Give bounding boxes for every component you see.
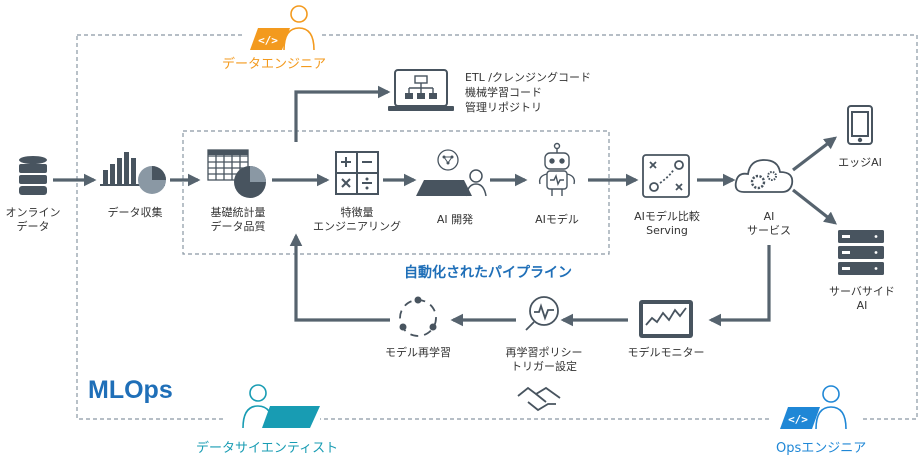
calculator-icon — [335, 151, 379, 195]
basic-stats-icon — [207, 149, 266, 198]
repository-label: ETL /クレンジングコード 機械学習コード 管理リポジトリ — [465, 70, 591, 115]
flow-arrows — [53, 85, 838, 327]
handshake-icon — [517, 386, 561, 412]
data-engineer-icon: </> — [250, 5, 315, 51]
node-basic-stats: 基礎統計量データ品質 — [210, 206, 266, 233]
ops-engineer-code-icon: </> — [788, 413, 808, 426]
node-ai-model: AIモデル — [535, 213, 579, 226]
node-feature-engineering: 特徴量エンジニアリング — [313, 206, 401, 233]
data-scientist-icon — [242, 384, 320, 429]
node-ai-development: AI 開発 — [436, 213, 474, 226]
data-scientist-label: データサイエンティスト — [196, 441, 339, 456]
repository-laptop-icon — [388, 69, 454, 111]
node-edge-ai: エッジAI — [838, 156, 882, 169]
ops-engineer-icon: </> — [780, 385, 847, 430]
strategy-board-icon — [642, 154, 690, 198]
pipeline-label: 自動化されたパイプライン — [404, 265, 572, 281]
ai-dev-icon — [416, 149, 487, 197]
trigger-magnifier-icon — [525, 296, 559, 331]
robot-icon — [538, 142, 576, 196]
node-data-collection: データ収集 — [107, 206, 163, 219]
mlops-title: MLOps — [88, 376, 173, 404]
data-engineer-code-icon: </> — [258, 34, 278, 47]
mlops-frame — [76, 34, 918, 420]
node-model-retrain: モデル再学習 — [385, 346, 451, 359]
monitor-icon — [639, 300, 693, 338]
ops-engineer-label: Opsエンジニア — [776, 441, 867, 456]
data-collection-icon — [100, 152, 166, 194]
repository-line-1: ETL /クレンジングコード — [465, 71, 591, 84]
pipeline-frame — [182, 130, 610, 255]
repository-line-3: 管理リポジトリ — [465, 101, 542, 114]
database-icon — [19, 156, 47, 195]
node-model-monitor: モデルモニター — [627, 346, 705, 359]
node-online-data: オンラインデータ — [5, 206, 61, 233]
data-engineer-label: データエンジニア — [222, 57, 327, 72]
retrain-cycle-icon — [399, 296, 437, 337]
tablet-icon — [847, 105, 873, 145]
node-retrain-policy: 再学習ポリシートリガー設定 — [505, 346, 583, 373]
cloud-gear-icon — [734, 159, 794, 193]
repository-line-2: 機械学習コード — [465, 86, 542, 99]
server-icon — [838, 230, 884, 275]
